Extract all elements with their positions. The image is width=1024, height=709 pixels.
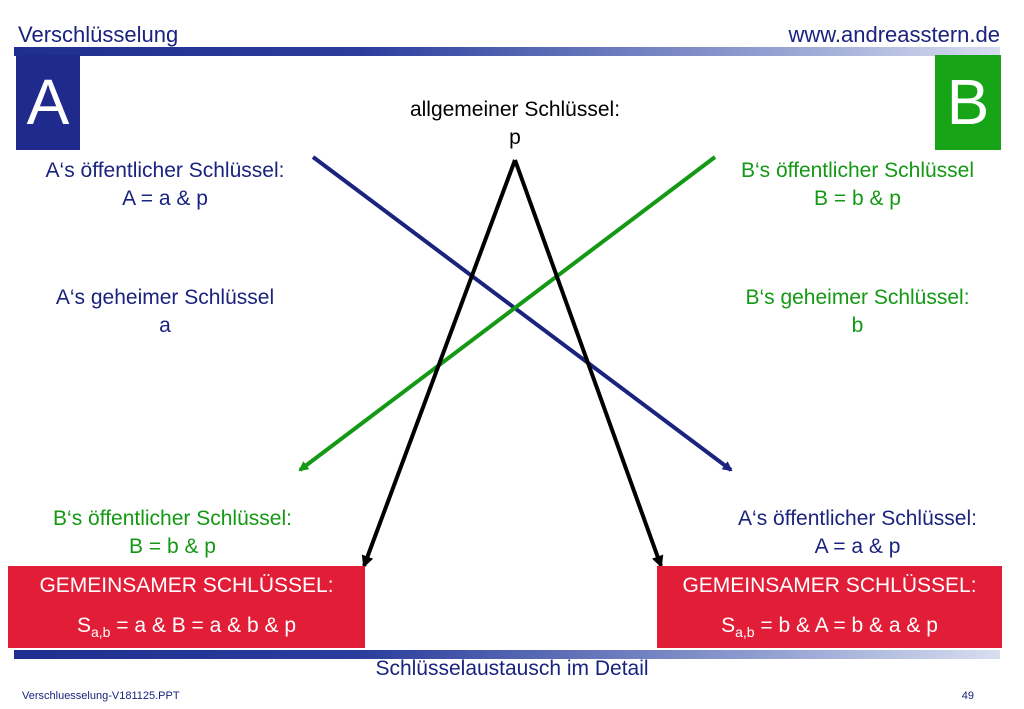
shared-key-a-subscript: a,b	[90, 624, 111, 641]
general-key-label: allgemeiner Schlüssel:	[409, 98, 621, 121]
received-by-b-formula: A = a & p	[814, 535, 901, 558]
b-secret-key-value: b	[851, 314, 864, 337]
b-public-key-text: B‘s öffentlicher Schlüssel B = b & p	[700, 157, 1015, 213]
b-public-key-label: B‘s öffentlicher Schlüssel	[740, 159, 975, 182]
party-a-box: A	[16, 55, 80, 150]
a-secret-key-label: A‘s geheimer Schlüssel	[55, 286, 275, 309]
general-key-value: p	[509, 126, 521, 149]
arrow-a-public-to-b	[311, 155, 733, 472]
shared-key-b-symbol: S	[721, 614, 736, 637]
a-secret-key-value: a	[159, 314, 171, 337]
a-public-key-label: A‘s öffentlicher Schlüssel:	[45, 159, 285, 182]
footer-title: Schlüsselaustausch im Detail	[375, 657, 649, 680]
header-divider	[14, 47, 1000, 56]
received-by-a-formula: B = b & p	[129, 535, 216, 558]
b-public-key-formula: B = b & p	[814, 187, 901, 210]
footer-page-number: 49	[961, 690, 974, 702]
received-by-a-text: B‘s öffentlicher Schlüssel: B = b & p	[10, 505, 335, 561]
footer-filename: Verschluesselung-V181125.PPT	[22, 690, 180, 702]
party-b-letter: B	[946, 66, 990, 138]
general-key-text: allgemeiner Schlüssel: p	[370, 96, 660, 152]
shared-key-box-b: GEMEINSAMER SCHLÜSSEL: Sa,b = b & A = b …	[657, 566, 1002, 648]
a-public-key-text: A‘s öffentlicher Schlüssel: A = a & p	[10, 157, 320, 213]
shared-key-b-subscript: a,b	[735, 624, 755, 641]
arrow-b-public-to-a	[298, 155, 717, 472]
header-title: Verschlüsselung	[18, 22, 179, 47]
shared-key-a-title: GEMEINSAMER SCHLÜSSEL:	[39, 574, 334, 597]
header-url: www.andreasstern.de	[788, 22, 1000, 47]
arrow-p-to-shared-a	[361, 159, 517, 568]
a-public-key-formula: A = a & p	[122, 187, 208, 210]
received-by-b-text: A‘s öffentlicher Schlüssel: A = a & p	[690, 505, 1024, 561]
b-secret-key-label: B‘s geheimer Schlüssel:	[745, 286, 970, 309]
arrow-p-to-shared-b	[513, 159, 664, 568]
shared-key-box-a: GEMEINSAMER SCHLÜSSEL: Sa,b = a & B = a …	[8, 566, 365, 648]
received-by-a-label: B‘s öffentlicher Schlüssel:	[53, 507, 292, 530]
received-by-b-label: A‘s öffentlicher Schlüssel:	[738, 507, 977, 530]
party-a-letter: A	[26, 66, 70, 138]
footer-divider	[14, 650, 1000, 659]
shared-key-b-expression: = b & A = b & a & p	[754, 614, 938, 637]
shared-key-a-formula: Sa,b = a & B = a & b & p	[8, 614, 365, 640]
party-b-box: B	[935, 55, 1001, 150]
a-secret-key-text: A‘s geheimer Schlüssel a	[10, 284, 320, 340]
b-secret-key-text: B‘s geheimer Schlüssel: b	[700, 284, 1015, 340]
shared-key-b-formula: Sa,b = b & A = b & a & p	[657, 614, 1002, 640]
shared-key-b-title: GEMEINSAMER SCHLÜSSEL:	[682, 574, 977, 597]
shared-key-a-expression: = a & B = a & b & p	[110, 614, 297, 637]
shared-key-a-symbol: S	[76, 614, 91, 637]
